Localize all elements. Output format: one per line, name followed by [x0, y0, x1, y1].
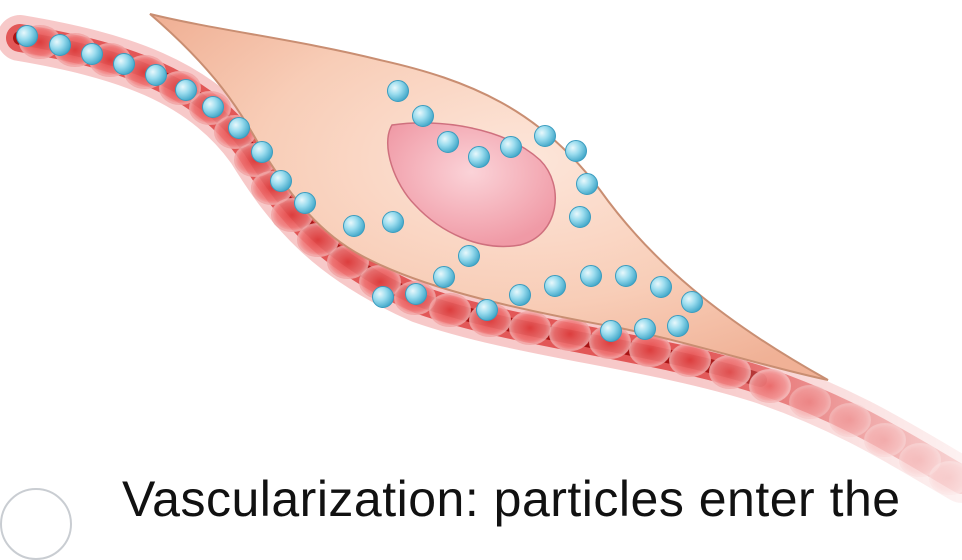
nanoparticle — [469, 147, 490, 168]
nanoparticle — [176, 80, 197, 101]
red-blood-cell — [510, 312, 550, 344]
nanoparticle — [373, 287, 394, 308]
nanoparticle — [601, 321, 622, 342]
nanoparticle — [252, 142, 273, 163]
nanoparticle — [406, 284, 427, 305]
nanoparticle — [203, 97, 224, 118]
nanoparticle — [114, 54, 135, 75]
nanoparticle — [566, 141, 587, 162]
diagram-canvas — [0, 0, 962, 515]
red-blood-cell — [550, 318, 590, 350]
nanoparticle — [545, 276, 566, 297]
nanoparticle — [388, 81, 409, 102]
nanoparticle — [535, 126, 556, 147]
nanoparticle — [50, 35, 71, 56]
nanoparticle — [668, 316, 689, 337]
nanoparticle — [459, 246, 480, 267]
nanoparticle — [570, 207, 591, 228]
nanoparticle — [344, 216, 365, 237]
nanoparticle — [577, 174, 598, 195]
nanoparticle — [438, 132, 459, 153]
nanoparticle — [682, 292, 703, 313]
circle-icon — [0, 488, 72, 560]
nanoparticle — [295, 193, 316, 214]
red-blood-cell — [430, 294, 470, 326]
nanoparticle — [17, 26, 38, 47]
nanoparticle — [651, 277, 672, 298]
nanoparticle — [501, 137, 522, 158]
nanoparticle — [271, 171, 292, 192]
nanoparticle — [635, 319, 656, 340]
nanoparticle — [82, 44, 103, 65]
nanoparticle — [434, 267, 455, 288]
nanoparticle — [229, 118, 250, 139]
nanoparticle — [146, 65, 167, 86]
nanoparticle — [510, 285, 531, 306]
nanoparticle — [581, 266, 602, 287]
nanoparticle — [616, 266, 637, 287]
nanoparticle — [477, 300, 498, 321]
nanoparticle — [413, 106, 434, 127]
caption-text: Vascularization: particles enter the — [122, 474, 901, 524]
nanoparticle — [383, 212, 404, 233]
